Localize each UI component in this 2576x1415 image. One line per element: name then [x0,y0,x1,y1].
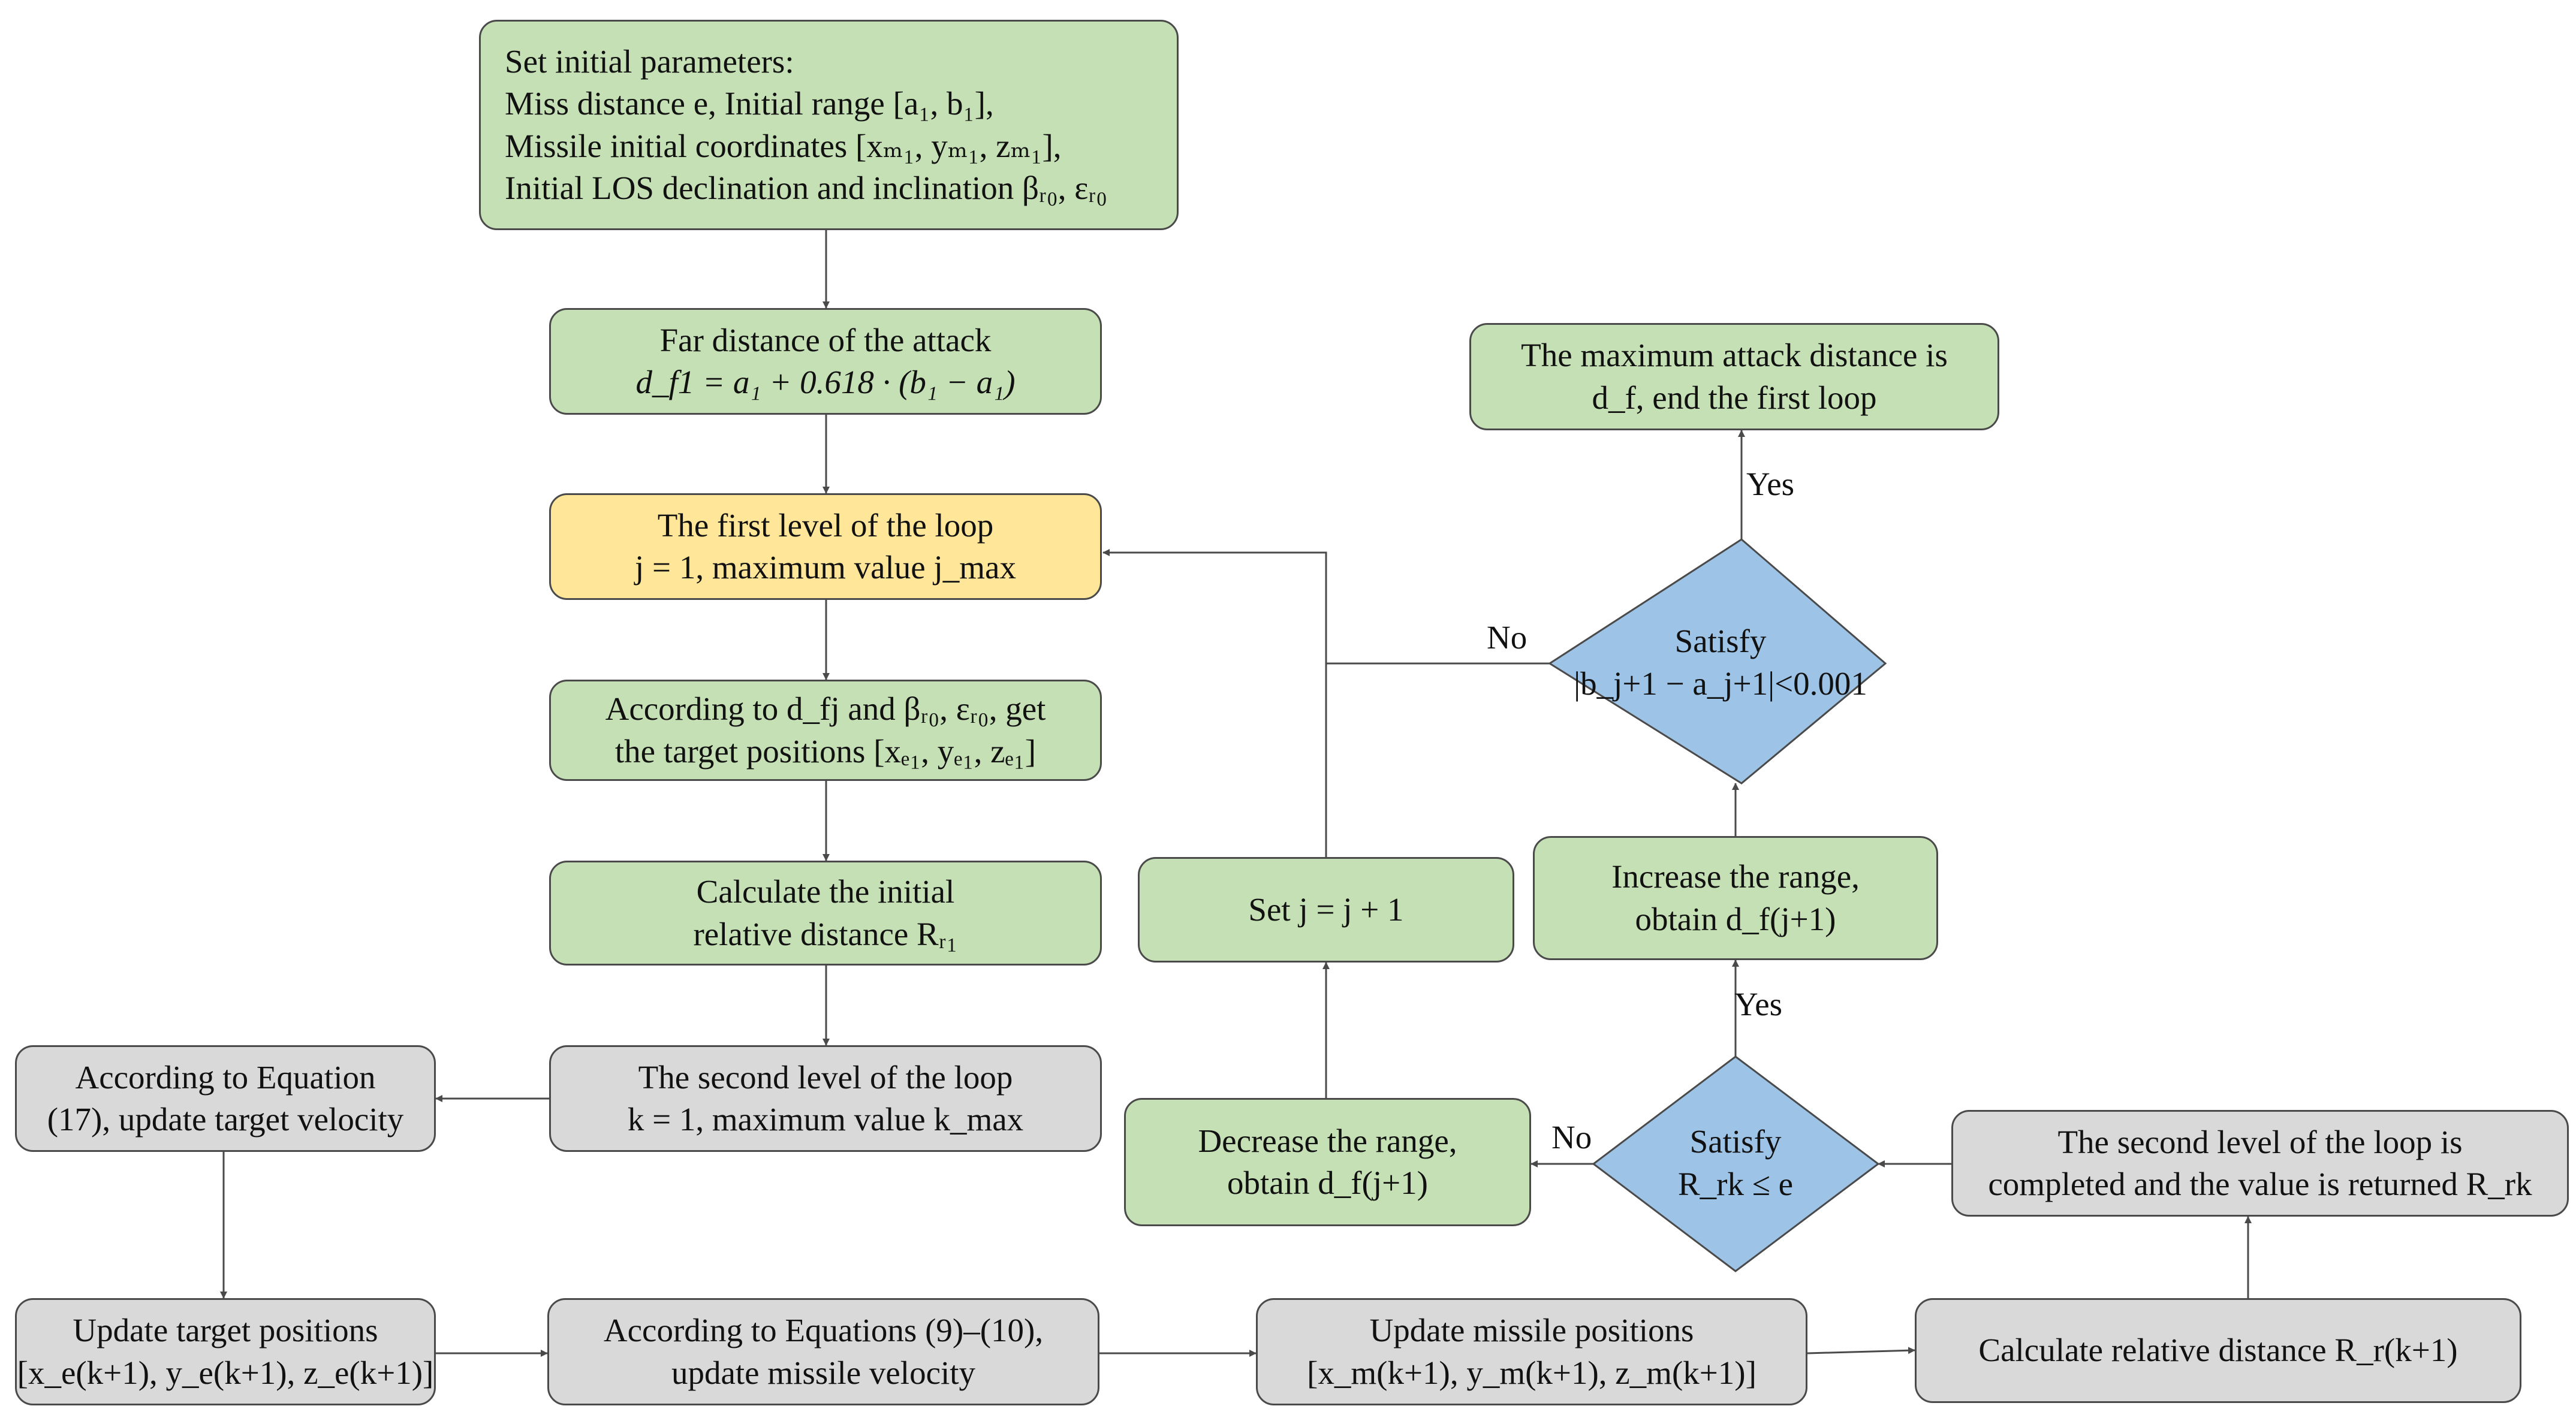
mpos-line-2: [x_m(k+1), y_m(k+1), z_m(k+1)] [1307,1354,1756,1391]
init-line-1: Set initial parameters: [505,43,794,80]
bj-line-1: Satisfy [1674,622,1767,659]
node-far-distance: Far distance of the attack d_f1 = a₁ + 0… [549,308,1102,415]
far-line-1: Far distance of the attack [659,321,992,358]
far-line-2: d_f1 = a₁ + 0.618 · (b₁ − a₁) [635,364,1016,400]
increase-line-2: obtain d_f(j+1) [1635,900,1836,937]
decision-satisfy-bj-shape [1548,538,1887,785]
max-line-1: The maximum attack distance is [1521,337,1948,374]
decision-satisfy-rrk: Satisfy R_rk ≤ e [1631,1109,1840,1217]
node-update-target-positions: Update target positions [x_e(k+1), y_e(k… [15,1298,436,1405]
node-update-missile-positions: Update missile positions [x_m(k+1), y_m(… [1256,1298,1807,1405]
node-first-loop: The first level of the loop j = 1, maxim… [549,493,1102,600]
edge-label-yes-mid: Yes [1734,986,1783,1022]
mvel-line-1: According to Equations (9)–(10), [603,1312,1044,1349]
decrease-line-1: Decrease the range, [1198,1122,1457,1159]
mpos-line-1: Update missile positions [1369,1312,1694,1349]
decision-satisfy-rrk-shape [1592,1055,1880,1272]
node-max-attack-distance: The maximum attack distance is d_f, end … [1469,323,1999,430]
loop1-line-1: The first level of the loop [657,506,994,544]
target-line-2: the target positions [xₑ₁, yₑ₁, zₑ₁] [614,732,1037,770]
max-line-2: d_f, end the first loop [1592,379,1877,416]
setj-line-1: Set j = j + 1 [1248,891,1404,928]
decision-satisfy-bj: Satisfy |b_j+1 − a_j+1|<0.001 [1559,605,1882,719]
loop2-line-1: The second level of the loop [638,1058,1013,1096]
decrease-line-2: obtain d_f(j+1) [1227,1164,1428,1201]
tvel-line-2: (17), update target velocity [47,1101,404,1138]
node-second-loop: The second level of the loop k = 1, maxi… [549,1045,1102,1152]
complete-line-1: The second level of the loop is [2057,1123,2463,1160]
init-line-4: Initial LOS declination and inclination … [505,169,1108,206]
complete-line-2: completed and the value is returned R_rk [1988,1166,2532,1202]
tvel-line-1: According to Equation [75,1058,376,1096]
edge-label-yes-top: Yes [1746,466,1795,502]
node-initial-relative-distance: Calculate the initial relative distance … [549,861,1102,966]
mvel-line-2: update missile velocity [671,1354,976,1391]
initial-line-1: Calculate the initial [696,873,955,910]
loop2-line-2: k = 1, maximum value k_max [627,1101,1024,1138]
node-update-missile-velocity: According to Equations (9)–(10), update … [547,1298,1099,1405]
edge-setj-loop1 [1102,549,1327,857]
node-calc-relative-distance: Calculate relative distance R_r(k+1) [1915,1298,2521,1403]
init-line-3: Missile initial coordinates [xₘ₁, yₘ₁, z… [505,127,1062,164]
node-second-loop-complete: The second level of the loop is complete… [1951,1110,2569,1217]
rrk-line-1: Satisfy [1689,1123,1782,1160]
node-decrease-range: Decrease the range, obtain d_f(j+1) [1124,1098,1531,1226]
increase-line-1: Increase the range, [1611,858,1860,895]
edge-mpos-calc [1807,1347,1915,1354]
node-update-target-velocity: According to Equation (17), update targe… [15,1045,436,1152]
node-initial-parameters: Set initial parameters: Miss distance e,… [479,20,1179,230]
rrk-line-2: R_rk ≤ e [1677,1166,1794,1202]
calc-line-1: Calculate relative distance R_r(k+1) [1978,1332,2458,1369]
init-line-2: Miss distance e, Initial range [a₁, b₁], [505,85,994,122]
initial-line-2: relative distance Rᵣ₁ [693,915,958,952]
tpos-line-2: [x_e(k+1), y_e(k+1), z_e(k+1)] [17,1354,434,1391]
node-set-j: Set j = j + 1 [1138,857,1514,963]
tpos-line-1: Update target positions [73,1312,378,1349]
bj-line-2: |b_j+1 − a_j+1|<0.001 [1574,665,1867,702]
edge-label-no-top: No [1487,619,1527,656]
edge-label-no-mid: No [1551,1119,1592,1155]
node-increase-range: Increase the range, obtain d_f(j+1) [1533,836,1938,960]
node-target-positions: According to d_fj and βᵣ₀, εᵣ₀, get the … [549,680,1102,781]
loop1-line-2: j = 1, maximum value j_max [635,549,1016,586]
target-line-1: According to d_fj and βᵣ₀, εᵣ₀, get [605,690,1046,728]
